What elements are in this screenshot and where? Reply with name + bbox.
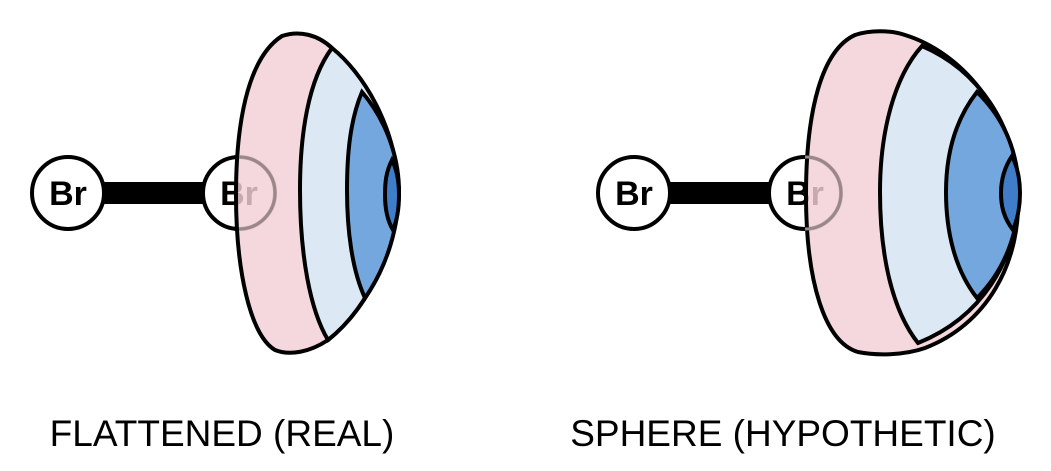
br-atom-left-circle <box>596 155 672 231</box>
surface-mid-blue-band <box>344 88 402 303</box>
surface-sigma-hole <box>382 155 402 235</box>
br-atom-right-ghost-outline <box>804 155 843 231</box>
br-atom-right-ghost-outline <box>238 155 277 231</box>
br-atom-left: Br <box>596 155 672 231</box>
surface-sigma-hole <box>998 152 1023 235</box>
flattened-potential-surface <box>233 31 402 355</box>
br-br-bond <box>666 182 778 204</box>
br-atom-left-label: Br <box>615 175 653 213</box>
br-atom-left-circle <box>30 155 106 231</box>
flattened-panel: Br Br FLATTENED (REAL) <box>30 31 402 454</box>
sphere-potential-surface <box>803 29 1023 357</box>
br-atom-left: Br <box>30 155 106 231</box>
sphere-caption: SPHERE (HYPOTHETIC) <box>570 413 996 454</box>
br-br-bond <box>100 182 210 204</box>
br-atom-right-ghost <box>238 155 277 231</box>
sphere-panel: Br Br SPHERE (HYPOTHETIC) <box>570 29 1023 454</box>
br-atom-right-ghost <box>804 155 843 231</box>
br-atom-left-label: Br <box>49 175 87 213</box>
flattened-caption: FLATTENED (REAL) <box>50 413 395 454</box>
